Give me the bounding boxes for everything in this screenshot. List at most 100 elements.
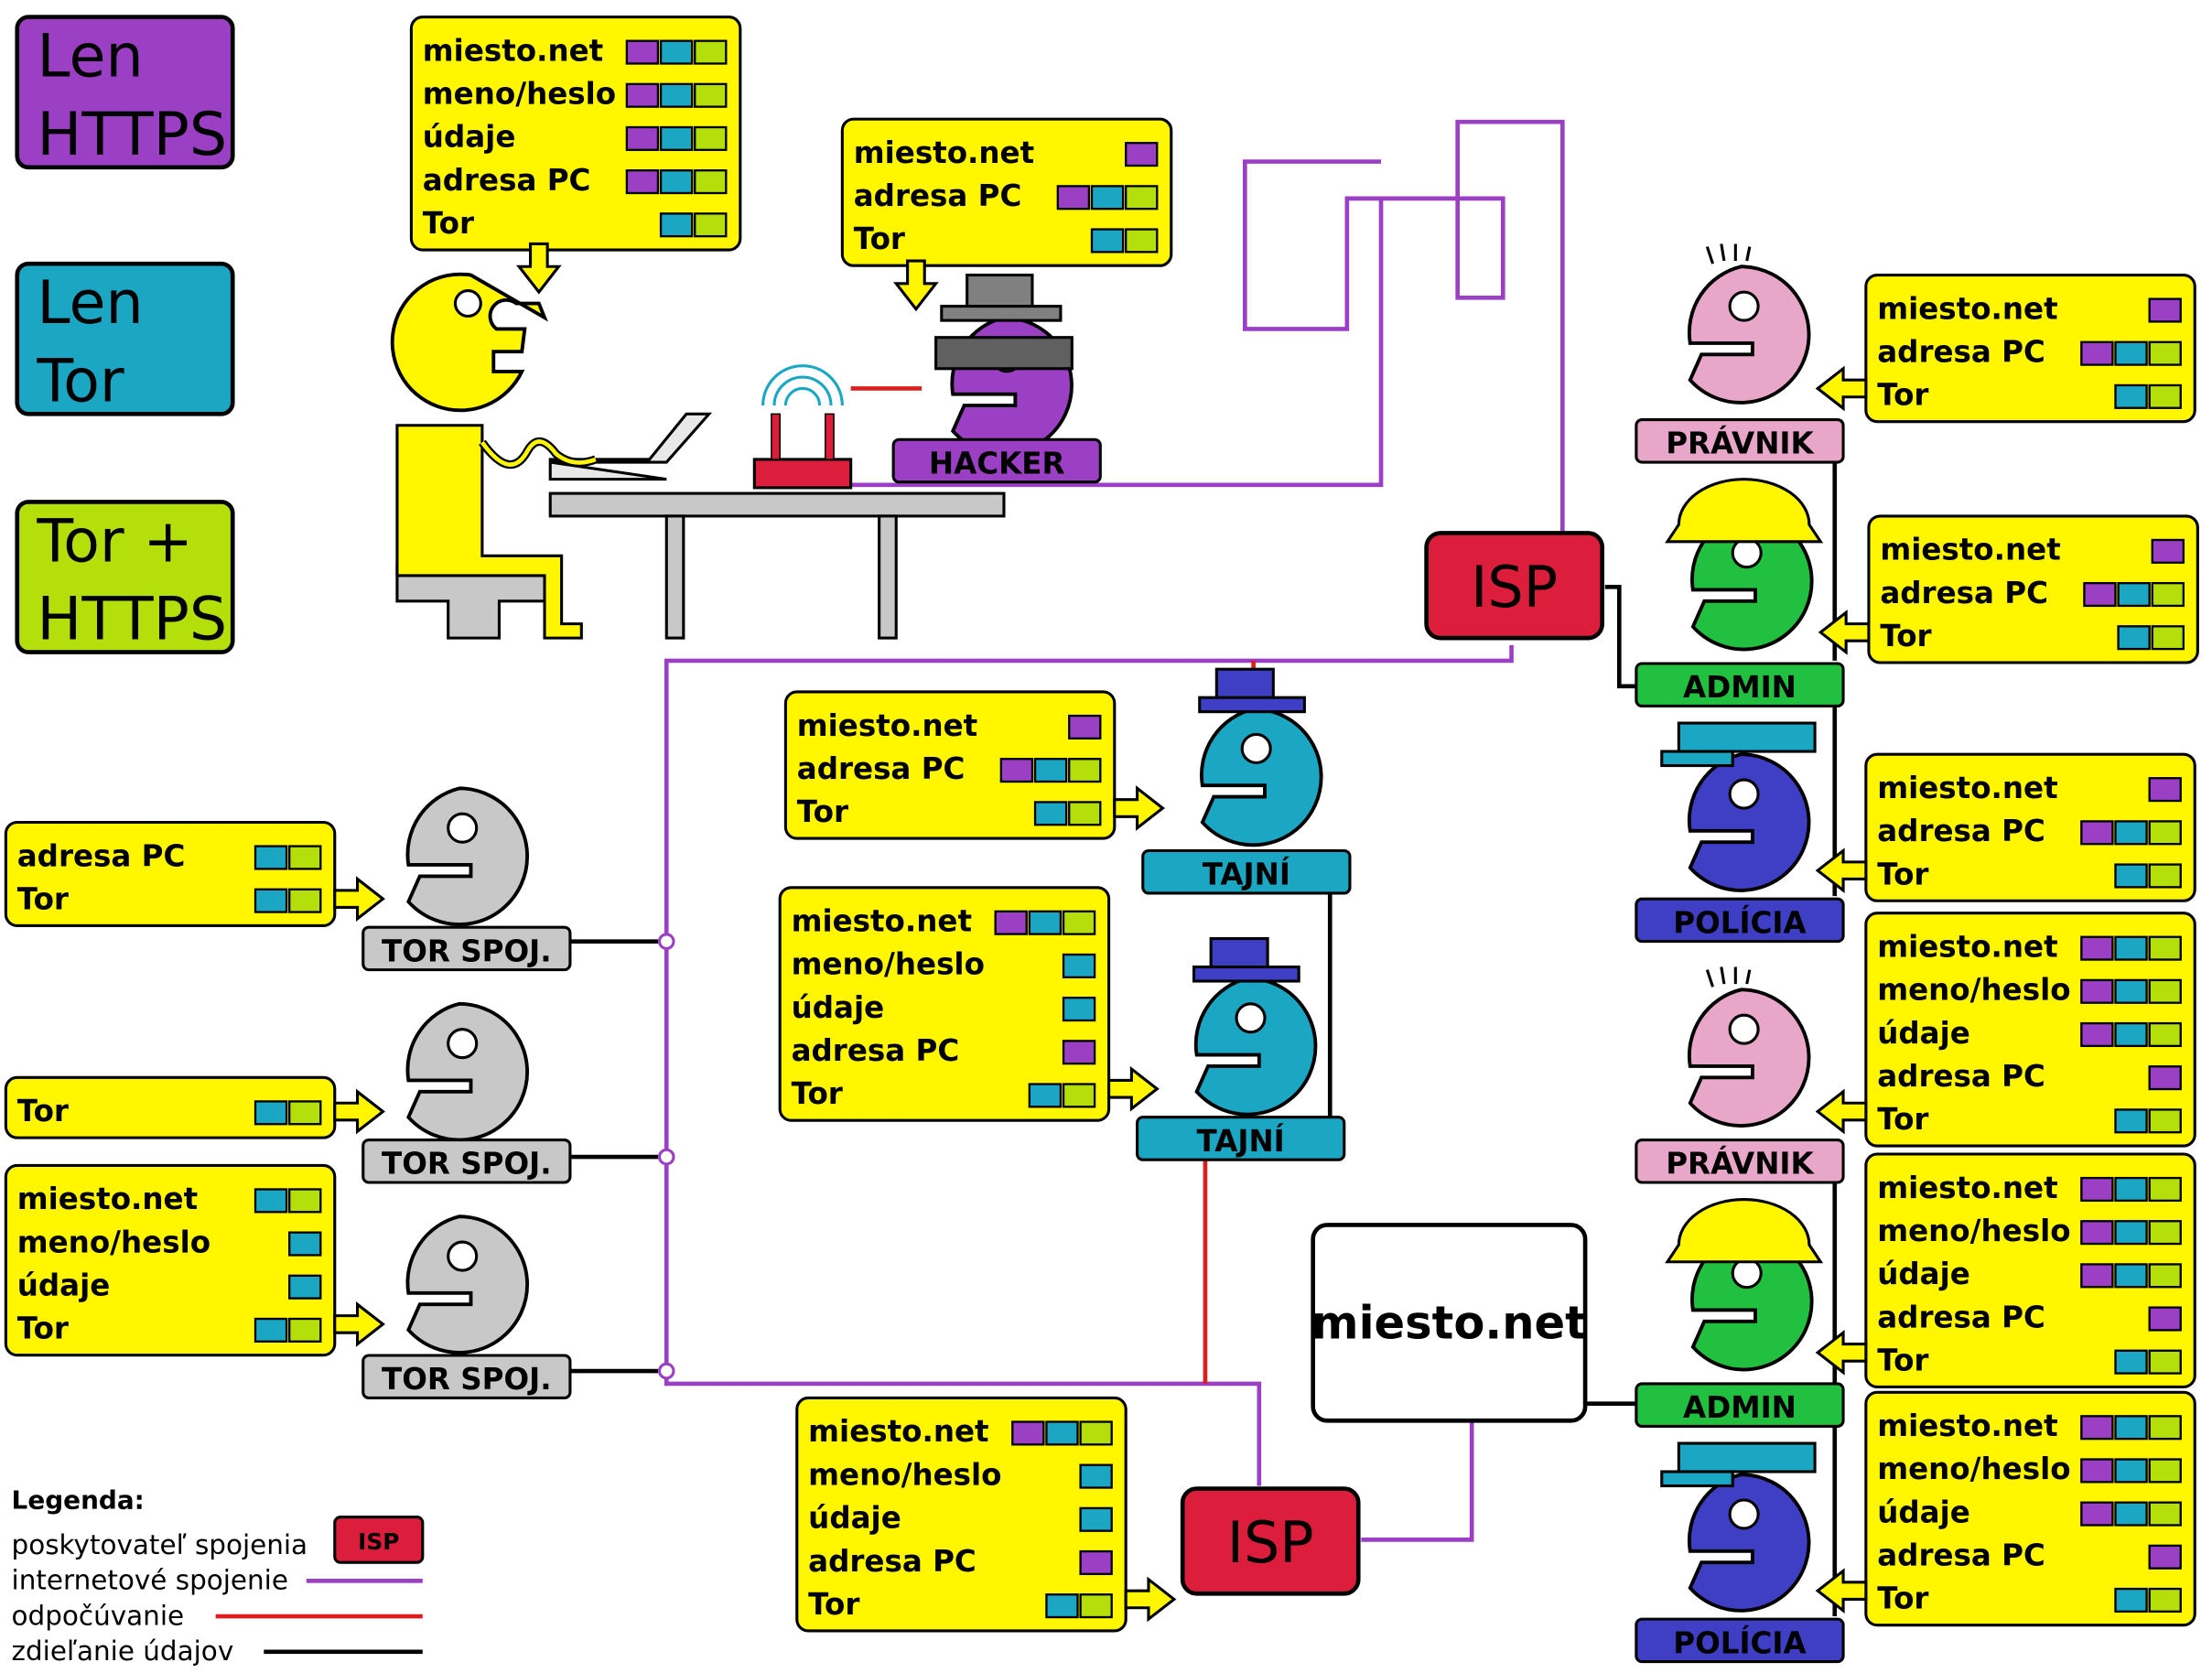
legend-item-label: internetové spojenie (12, 1565, 288, 1596)
https-indicator (625, 39, 660, 65)
tajni-bottom-label: TAJNÍ (1197, 1124, 1285, 1159)
tajni-top-label: TAJNÍ (1203, 858, 1290, 892)
tor-indicator (2114, 1108, 2148, 1134)
bubble-arrow (1815, 1330, 1868, 1376)
bubble-row-label: meno/heslo (792, 947, 985, 982)
both-indicator (2148, 1415, 2182, 1441)
both-indicator (288, 1100, 322, 1126)
bubble-row-label: adresa PC (792, 1033, 960, 1068)
tor-indicator (2117, 581, 2151, 608)
bubble-body (4, 1163, 337, 1357)
bubble-row-label: Tor (854, 221, 905, 256)
bus-junction (657, 1362, 675, 1380)
tor-indicator (254, 888, 288, 913)
bubble-row-label: adresa PC (808, 1544, 977, 1579)
bubble-row-label: miesto.net (792, 904, 972, 939)
bubble-body (795, 1396, 1128, 1633)
bubble-row-label: adresa PC (1877, 1300, 2045, 1334)
both-indicator (1125, 185, 1159, 210)
legend-box-label: Len (37, 23, 143, 92)
tajni-figure (1198, 667, 1323, 847)
bubble-arrow (515, 242, 562, 295)
bubble-arrow (333, 876, 385, 923)
both-indicator (2151, 581, 2185, 608)
tor-relay-figure (405, 1214, 529, 1355)
hat (1214, 667, 1275, 702)
hard-hat (1665, 478, 1824, 544)
policia-top-tag (1635, 897, 1845, 944)
bubble-row-label: údaje (17, 1268, 111, 1303)
bubble-row-label: meno/heslo (423, 77, 616, 112)
both-indicator (2148, 1263, 2182, 1289)
figure-eye (1728, 1498, 1760, 1530)
legend-title: Legenda: (12, 1484, 145, 1515)
bubble-row-label: miesto.net (1880, 533, 2060, 567)
policia-top-figure (1660, 721, 1817, 892)
https-indicator (1079, 1549, 1113, 1576)
tor-indicator (288, 1274, 322, 1300)
bubble-body (778, 886, 1111, 1122)
tor-indicator (1079, 1506, 1113, 1532)
wifi-label: WIFI (767, 459, 838, 492)
pravnik-bottom-label: PRÁVNIK (1666, 1147, 1815, 1182)
hacker-hat (966, 273, 1034, 311)
bubble-row-label: Tor (797, 794, 848, 829)
both-indicator (1079, 1593, 1113, 1619)
hat-brim (1198, 696, 1306, 714)
bubble-arrow (1113, 785, 1165, 831)
both-indicator (1062, 1083, 1096, 1108)
both-indicator (694, 212, 728, 238)
tajni-bottom-tag (1136, 1116, 1346, 1161)
isp-label: ISP (1471, 554, 1558, 621)
https-indicator (2080, 1263, 2114, 1289)
admin-top-figure (1665, 478, 1824, 652)
https-indicator (2080, 1176, 2114, 1203)
police-cap (1677, 721, 1817, 753)
policia-bottom-tag (1635, 1617, 1845, 1664)
both-indicator (2148, 1458, 2182, 1484)
bubble-body (1864, 912, 2196, 1148)
https-indicator (2080, 1501, 2114, 1527)
hacker-tag (891, 437, 1102, 484)
both-indicator (2148, 1176, 2182, 1203)
bubble-row-label: údaje (792, 990, 885, 1025)
tor-relay-3-label: TOR SPOJ. (382, 1362, 552, 1397)
tor-indicator (2114, 1415, 2148, 1441)
tor-relay-1-label: TOR SPOJ. (382, 934, 552, 968)
both-indicator (694, 169, 728, 195)
both-indicator (2148, 1108, 2182, 1134)
both-indicator (288, 1188, 322, 1214)
both-indicator (288, 1317, 322, 1343)
tor-relay-3-tag (361, 1354, 572, 1400)
both-indicator (288, 845, 322, 870)
bubble-arrow (1124, 1576, 1177, 1623)
bubble-row-label: meno/heslo (1877, 1452, 2070, 1486)
hat-brim (1192, 965, 1300, 983)
bubble-relay-2: Tor (4, 1075, 385, 1139)
admin-bottom-tag (1635, 1382, 1845, 1428)
bubble-row-label: adresa PC (797, 751, 966, 786)
tor-indicator (659, 212, 694, 238)
tor-indicator (1045, 1593, 1079, 1619)
tor-indicator (1028, 1083, 1063, 1108)
figure-head (405, 786, 529, 926)
pravnik-top-tag (1635, 418, 1845, 464)
both-indicator (694, 82, 728, 108)
bubble-row-label: meno/heslo (808, 1457, 1001, 1492)
bubble-row-label: miesto.net (808, 1414, 988, 1449)
figure-head (1687, 264, 1811, 405)
bubble-body (1864, 1152, 2196, 1389)
https-indicator (1056, 185, 1091, 210)
https-indicator (1011, 1420, 1045, 1446)
figure-head (1200, 707, 1323, 847)
legend-isp-key-label: ISP (358, 1528, 399, 1555)
hacker-mask (934, 336, 1074, 371)
internet-line-isp (1381, 119, 1565, 532)
figure-head (1687, 988, 1811, 1128)
tor-indicator (2114, 383, 2148, 409)
hat (1209, 936, 1269, 972)
bubble-row-label: Tor (17, 1311, 69, 1346)
